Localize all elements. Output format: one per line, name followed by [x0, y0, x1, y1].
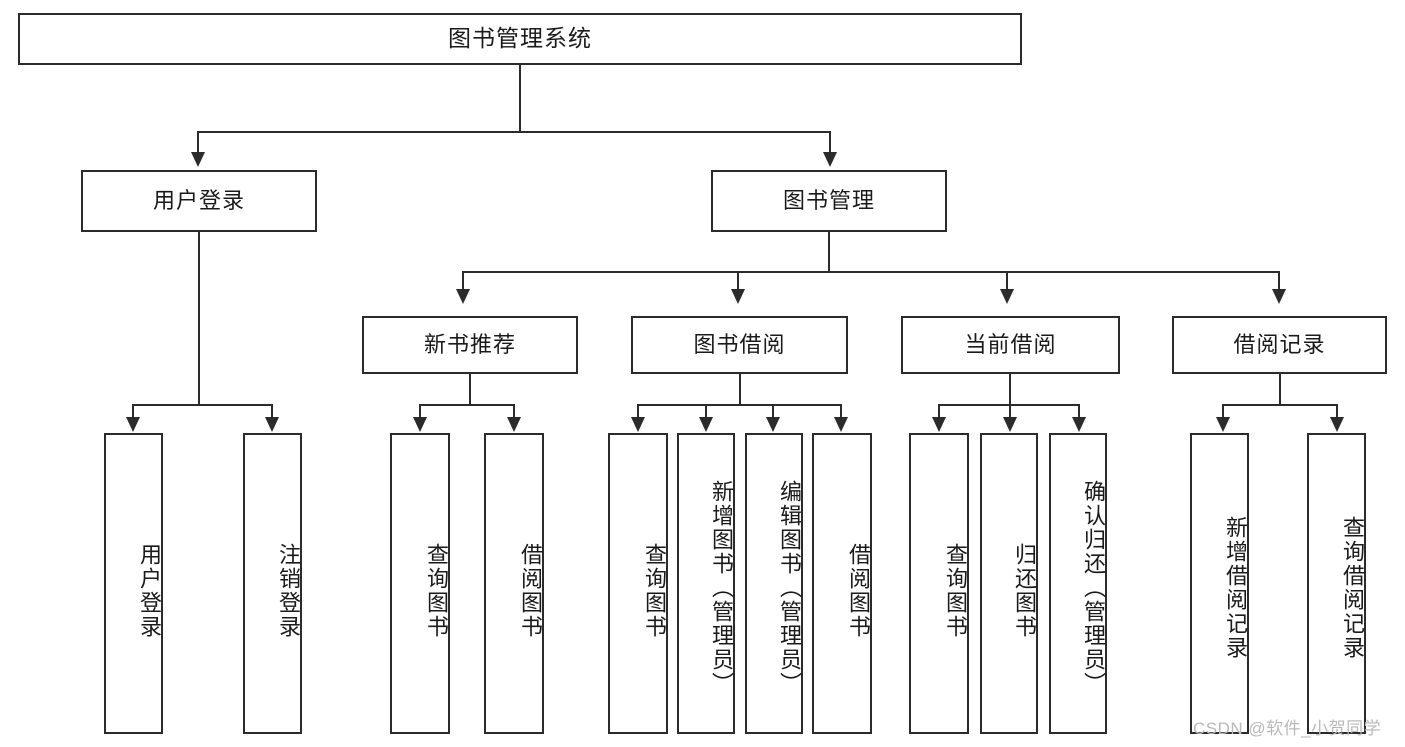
- node-book-borrow[interactable]: 图书借阅: [631, 316, 848, 374]
- edge-level2-drop-2: [829, 131, 831, 155]
- leaf-borrow-edit-book-admin[interactable]: 编辑图书（管理员）: [745, 433, 803, 734]
- node-current-borrow[interactable]: 当前借阅: [901, 316, 1120, 374]
- leaf-borrow-lend-book[interactable]: 借阅图书: [812, 433, 872, 734]
- leaf-user-login[interactable]: 用户登录: [104, 433, 163, 734]
- leaf-borrow-query-book[interactable]: 查询图书: [608, 433, 668, 734]
- leaf-borrow-add-book-admin[interactable]: 新增图书（管理员）: [677, 433, 735, 734]
- edge-book-borrow-drop-3: [772, 404, 774, 420]
- edge-borrow-records-stem: [1279, 374, 1281, 406]
- node-borrow-records[interactable]: 借阅记录: [1172, 316, 1387, 374]
- edge-book-borrow-drop-4: [840, 404, 842, 420]
- arrow-icon-to-borrow-records: [1272, 289, 1286, 304]
- node-book-management[interactable]: 图书管理: [711, 170, 947, 232]
- arrow-icon-to-borrow-add: [699, 417, 713, 432]
- edge-user-login-drop-1: [132, 404, 134, 420]
- arrow-icon-to-leaf-logout: [265, 417, 279, 432]
- edge-new-book-drop-2: [513, 404, 515, 420]
- edge-current-borrow-drop-3: [1078, 404, 1080, 420]
- arrow-icon-to-borrow-query: [631, 417, 645, 432]
- node-user-login[interactable]: 用户登录: [81, 170, 317, 232]
- arrow-icon-to-current-return: [1003, 417, 1017, 432]
- arrow-icon-to-newbook-borrow: [507, 417, 521, 432]
- edge-book-borrow-drop-1: [637, 404, 639, 420]
- arrow-icon-to-new-book-recommend: [456, 289, 470, 304]
- arrow-icon-to-record-add: [1216, 417, 1230, 432]
- leaf-newbook-query-book[interactable]: 查询图书: [390, 433, 450, 734]
- edge-level3-drop-3: [1006, 271, 1008, 291]
- node-new-book-recommend[interactable]: 新书推荐: [362, 316, 578, 374]
- edge-borrow-records-bus: [1222, 404, 1337, 406]
- edge-new-book-bus: [419, 404, 514, 406]
- arrow-icon-to-borrow-edit: [766, 417, 780, 432]
- edge-user-login-stem: [198, 232, 200, 406]
- edge-level3-bus: [462, 271, 1280, 273]
- edge-level3-drop-4: [1278, 271, 1280, 291]
- leaf-current-return-book[interactable]: 归还图书: [980, 433, 1038, 734]
- arrow-icon-to-user-login: [191, 152, 205, 167]
- arrow-icon-to-borrow-lend: [834, 417, 848, 432]
- edge-current-borrow-drop-2: [1009, 404, 1011, 420]
- edge-root-stem: [519, 65, 521, 133]
- edge-current-borrow-stem: [1009, 374, 1011, 406]
- arrow-icon-to-book-management: [823, 152, 837, 167]
- arrow-icon-to-current-confirm: [1072, 417, 1086, 432]
- edge-book-borrow-stem: [739, 374, 741, 406]
- edge-book-borrow-bus: [637, 404, 842, 406]
- edge-new-book-stem: [469, 374, 471, 406]
- leaf-newbook-borrow-book[interactable]: 借阅图书: [484, 433, 544, 734]
- edge-level3-drop-2: [737, 271, 739, 291]
- leaf-current-confirm-return-admin[interactable]: 确认归还（管理员）: [1049, 433, 1107, 734]
- leaf-record-query[interactable]: 查询借阅记录: [1307, 433, 1366, 734]
- edge-user-login-drop-2: [271, 404, 273, 420]
- edge-new-book-drop-1: [419, 404, 421, 420]
- edge-current-borrow-drop-1: [938, 404, 940, 420]
- edge-borrow-records-drop-2: [1336, 404, 1338, 420]
- edge-level2-drop-1: [197, 131, 199, 155]
- arrow-icon-to-current-query: [932, 417, 946, 432]
- node-root-book-management-system[interactable]: 图书管理系统: [18, 13, 1022, 65]
- arrow-icon-to-newbook-query: [413, 417, 427, 432]
- edge-user-login-bus: [132, 404, 271, 406]
- arrow-icon-to-book-borrow: [731, 289, 745, 304]
- edge-borrow-records-drop-1: [1222, 404, 1224, 420]
- edge-level2-bus: [197, 131, 831, 133]
- arrow-icon-to-current-borrow: [1000, 289, 1014, 304]
- edge-book-management-stem: [828, 232, 830, 273]
- watermark-text: CSDN @软件_小贺同学: [1193, 719, 1382, 738]
- edge-level3-drop-1: [462, 271, 464, 291]
- edge-book-borrow-drop-2: [705, 404, 707, 420]
- leaf-record-add[interactable]: 新增借阅记录: [1190, 433, 1249, 734]
- leaf-current-query-book[interactable]: 查询图书: [909, 433, 969, 734]
- leaf-logout[interactable]: 注销登录: [243, 433, 302, 734]
- arrow-icon-to-leaf-user-login: [126, 417, 140, 432]
- arrow-icon-to-record-query: [1330, 417, 1344, 432]
